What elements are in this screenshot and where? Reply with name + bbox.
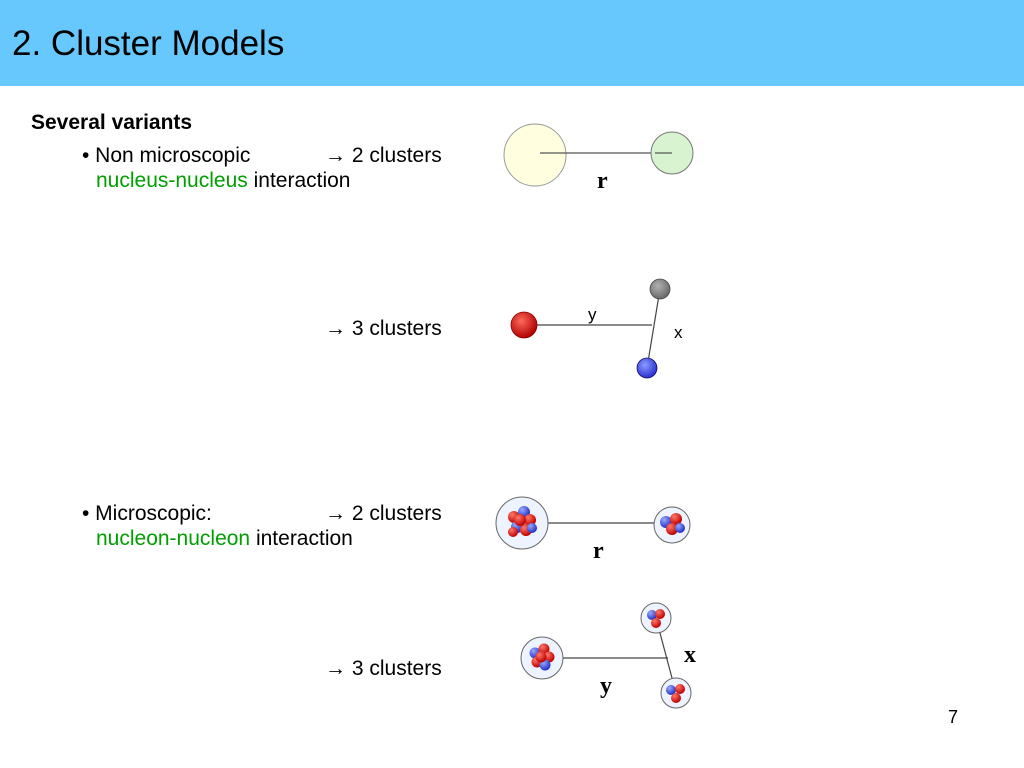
microscopic-2-clusters: → 2 clusters [325,502,442,525]
microscopic-two-cluster-diagram: r [495,496,691,564]
three-cluster-diagram: y x [510,278,683,379]
large-nucleus-circle [503,123,567,187]
x-line [646,288,661,369]
red-cluster [510,311,538,339]
label-x: x [684,642,696,668]
non-microscopic-3-clusters: → 3 clusters [325,317,442,340]
interaction-rest: interaction [250,527,353,550]
slide-title: 2. Cluster Models [12,24,285,63]
left-nucleus [520,636,564,680]
gray-cluster [649,278,671,300]
large-nucleus [495,496,549,550]
small-nucleus [653,506,691,544]
label-y: y [600,673,612,699]
interaction-highlight: nucleus-nucleus [96,169,248,192]
microscopic-bullet: • Microscopic: [82,502,212,525]
non-microscopic-interaction: nucleus-nucleus interaction [96,168,351,193]
microscopic-interaction: nucleon-nucleon interaction [96,526,353,551]
non-microscopic-bullet: • Non microscopic [82,144,251,167]
page-number: 7 [948,707,959,727]
section-heading: Several variants [31,111,193,134]
label-y: y [588,305,597,324]
blue-cluster [636,357,658,379]
label-x: x [674,323,683,342]
non-microscopic-2-clusters: → 2 clusters [325,144,442,167]
interaction-rest: interaction [247,169,351,192]
label-r: r [593,538,604,564]
title-bar: 2. Cluster Models [0,0,1024,86]
label-r: r [597,168,608,194]
microscopic-3-clusters: → 3 clusters [325,657,442,680]
top-nucleus [640,602,672,634]
microscopic-three-cluster-diagram: x y [520,602,696,709]
two-cluster-diagram: r [503,123,694,194]
interaction-highlight: nucleon-nucleon [96,527,251,550]
bottom-nucleus [660,677,692,709]
